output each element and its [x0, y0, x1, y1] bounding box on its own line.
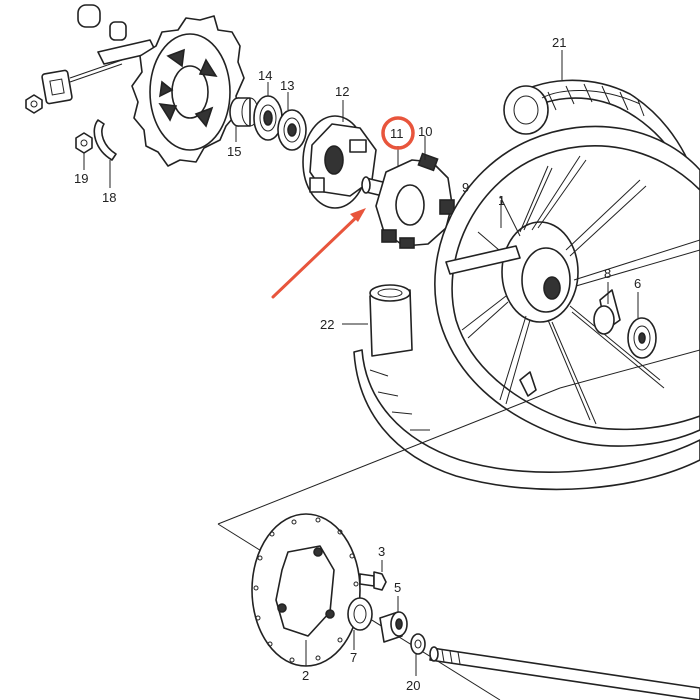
callout-10: 10	[418, 124, 432, 139]
callout-8: 8	[604, 266, 611, 281]
part-13-bearing	[277, 92, 307, 151]
callout-14: 14	[258, 68, 272, 83]
callout-1: 1	[498, 193, 505, 208]
callout-13: 13	[280, 78, 294, 93]
highlight-ring	[381, 116, 415, 150]
part-8-spacer	[593, 282, 615, 335]
callout-12: 12	[335, 84, 349, 99]
part-7-seal	[347, 597, 373, 650]
callout-6: 6	[634, 276, 641, 291]
part-15-spacer	[229, 97, 259, 142]
callout-15: 15	[227, 144, 241, 159]
part-22-tube	[342, 284, 413, 357]
part-10-damper	[375, 136, 455, 249]
callout-21: 21	[552, 35, 566, 50]
callout-22: 22	[320, 317, 334, 332]
pointer-arrow	[271, 208, 366, 299]
callout-labels: 1 2 3 5 6 7 8 9 10 11 12 13 14 15 18 19 …	[74, 35, 641, 693]
part-6-bearing	[627, 292, 657, 359]
callout-3: 3	[378, 544, 385, 559]
sprocket	[131, 15, 245, 167]
part-5-collar	[379, 596, 408, 643]
callout-9: 9	[462, 180, 469, 195]
callout-18: 18	[102, 190, 116, 205]
part-18-clip	[93, 119, 117, 188]
callout-5: 5	[394, 580, 401, 595]
part-19-nut	[75, 132, 93, 170]
callout-7: 7	[350, 650, 357, 665]
part-3-bolt	[359, 560, 387, 591]
rear-axle	[429, 646, 700, 700]
part-12-sprocket-carrier	[302, 100, 377, 209]
part-1-wheel	[434, 125, 700, 447]
chain-adjuster-group	[25, 4, 157, 114]
callout-19: 19	[74, 171, 88, 186]
part-20-washer	[410, 633, 426, 676]
callout-20: 20	[406, 678, 420, 693]
callout-2: 2	[302, 668, 309, 683]
part-21-tire	[503, 50, 700, 215]
callout-11: 11	[390, 126, 404, 141]
part-2-brake-disc	[251, 513, 361, 667]
